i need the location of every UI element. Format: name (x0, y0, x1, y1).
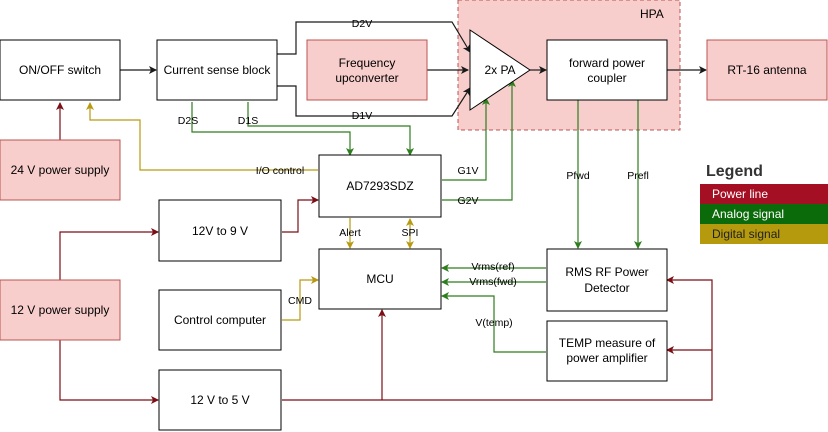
legend-swatch-digital (700, 224, 828, 244)
rms-detector-line1: RMS RF Power (565, 265, 648, 279)
label-vrms-ref: Vrms(ref) (471, 261, 514, 273)
temp-measure-line1: TEMP measure of (559, 336, 656, 350)
ad7293-block: AD7293SDZ (318, 154, 442, 218)
label-g1v: G1V (457, 165, 478, 177)
frequency-upconverter-line2: upconverter (335, 71, 398, 85)
legend-title: Legend (706, 163, 763, 180)
label-g2v: G2V (457, 195, 478, 207)
reg-12-9-block: 12V to 9 V (158, 199, 282, 262)
mcu-block: MCU (318, 248, 442, 310)
rf-signal-wires (120, 21, 707, 117)
antenna-block: RT-16 antenna (706, 39, 828, 101)
label-d1v: D1V (352, 110, 372, 122)
reg-12-5-block: 12 V to 5 V (158, 369, 282, 431)
onoff-switch-block: ON/OFF switch (0, 39, 121, 101)
label-vtemp: V(temp) (475, 317, 512, 329)
forward-power-coupler-line2: coupler (587, 71, 626, 85)
current-sense-block: Current sense block (156, 39, 278, 101)
rms-detector-line2: Detector (584, 281, 629, 295)
label-prefl: Prefl (627, 170, 649, 182)
legend-label-power: Power line (712, 187, 768, 201)
digital-wires (86, 102, 414, 321)
control-computer-block: Control computer (158, 289, 282, 351)
label-io-control: I/O control (256, 165, 304, 177)
legend-swatch-analog (700, 204, 828, 224)
ad7293-label: AD7293SDZ (346, 179, 413, 193)
control-computer-label: Control computer (174, 313, 266, 327)
label-d1s: D1S (238, 115, 258, 127)
ps24-block: 24 V power supply (0, 139, 121, 201)
label-pfwd: Pfwd (566, 170, 590, 182)
frequency-upconverter-line1: Frequency (339, 56, 396, 70)
rms-detector-block: RMS RF Power Detector (546, 248, 668, 312)
legend-label-analog: Analog signal (712, 207, 784, 221)
onoff-switch-label: ON/OFF switch (19, 63, 101, 77)
hpa-label: HPA (640, 7, 664, 21)
pa-label: 2x PA (484, 63, 515, 77)
power-wires (56, 102, 713, 404)
antenna-label: RT-16 antenna (727, 63, 806, 77)
current-sense-label: Current sense block (164, 63, 272, 77)
ps12-block: 12 V power supply (0, 279, 121, 341)
label-alert: Alert (339, 227, 361, 239)
legend-swatch-power (700, 184, 828, 204)
temp-measure-block: TEMP measure of power amplifier (546, 320, 668, 382)
mcu-label: MCU (366, 272, 393, 286)
ps12-label: 12 V power supply (11, 303, 110, 317)
label-d2s: D2S (178, 115, 198, 127)
label-vrms-fwd: Vrms(fwd) (469, 276, 516, 288)
label-cmd: CMD (288, 295, 312, 307)
label-spi: SPI (402, 227, 419, 239)
frequency-upconverter-block: Frequency upconverter (306, 39, 428, 101)
reg-12-5-label: 12 V to 5 V (190, 393, 249, 407)
ps24-label: 24 V power supply (11, 163, 110, 177)
connection-labels: D2V D1V D2S D1S I/O control G1V G2V Aler… (178, 18, 649, 329)
temp-measure-line2: power amplifier (566, 351, 647, 365)
pa-triangle: 2x PA (469, 29, 531, 111)
forward-power-coupler-line1: forward power (569, 56, 645, 70)
legend: Legend Power line Analog signal Digital … (700, 163, 828, 244)
label-d2v: D2V (352, 18, 372, 30)
reg-12-9-label: 12V to 9 V (192, 224, 248, 238)
legend-label-digital: Digital signal (712, 227, 780, 241)
analog-wires (191, 79, 642, 353)
forward-power-coupler-block: forward power coupler (546, 39, 668, 101)
